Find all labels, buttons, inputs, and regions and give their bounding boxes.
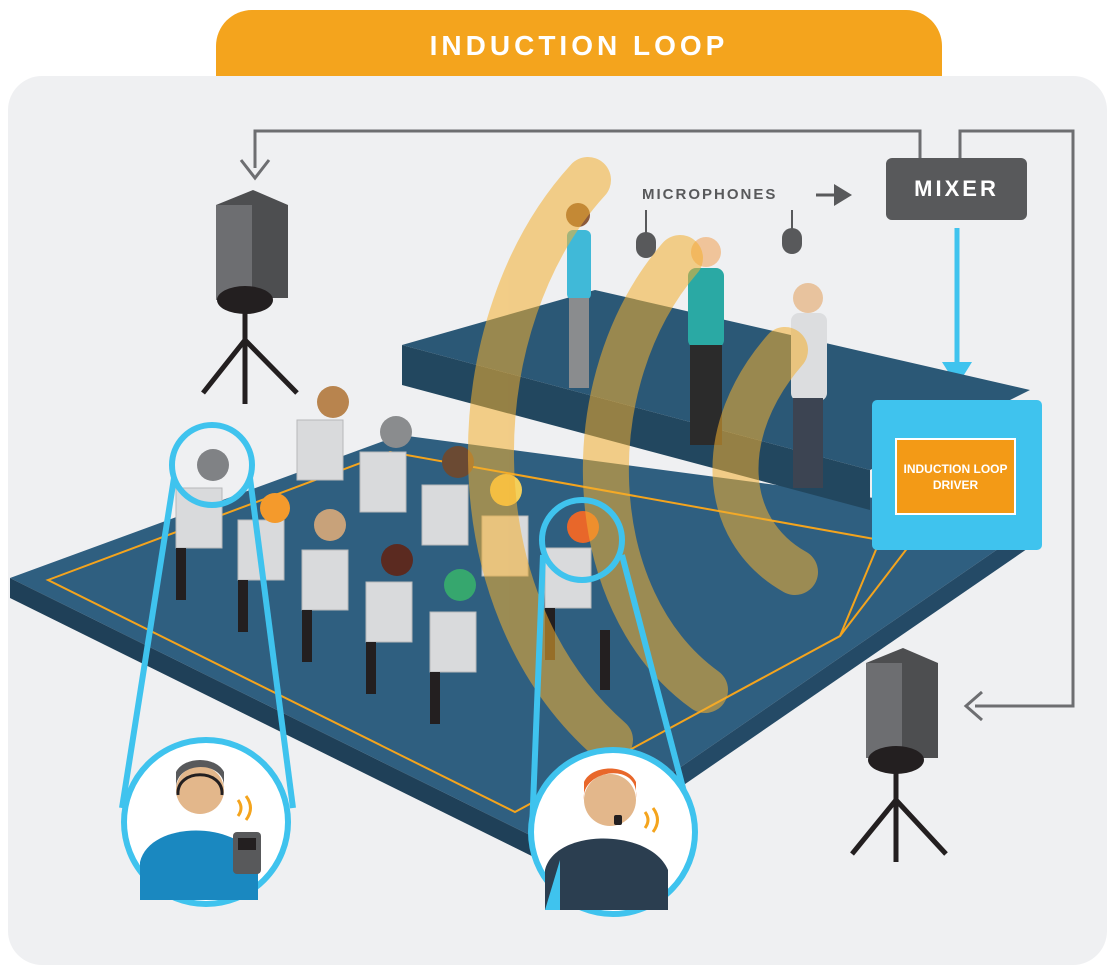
- hearing-loop-wave-icon: [467, 157, 818, 763]
- audience-members: [197, 386, 599, 601]
- speaker-right-icon: [850, 648, 948, 862]
- signal-line-mixer-to-right-speaker: [958, 129, 1075, 722]
- mixer-box: MIXER: [886, 158, 1027, 220]
- diagram-title: INDUCTION LOOP: [429, 30, 729, 61]
- title-banner: [216, 10, 942, 78]
- arrow-right-icon: [816, 184, 852, 206]
- microphone-icon: [636, 210, 802, 258]
- speaker-left-icon: [201, 190, 299, 404]
- listener-with-receiver: [140, 760, 261, 900]
- loop-driver-label: INDUCTION LOOP DRIVER: [895, 438, 1016, 515]
- microphones-label: MICROPHONES: [642, 186, 778, 203]
- listener-with-hearing-aid: [545, 768, 668, 910]
- signal-line-mixer-to-left-speaker: [239, 129, 922, 181]
- signal-arrow-mixer-to-driver: [942, 228, 972, 386]
